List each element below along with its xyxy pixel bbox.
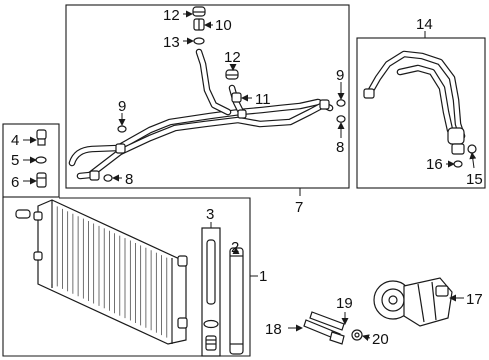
o-ring-8a — [103, 174, 113, 182]
callout-3: 3 — [206, 206, 214, 223]
frame-condenser — [2, 197, 251, 357]
callout-18: 18 — [265, 321, 282, 338]
charge-valve-cap — [192, 6, 206, 17]
receiver-drier — [229, 247, 244, 355]
callout-11: 11 — [255, 91, 271, 108]
callout-17: 17 — [466, 291, 483, 308]
callout-2: 2 — [231, 239, 239, 256]
compressor — [373, 277, 453, 327]
callout-1: 1 — [259, 268, 267, 285]
callout-16: 16 — [426, 156, 443, 173]
callout-9a: 9 — [118, 98, 126, 115]
leader-15 — [469, 152, 477, 169]
callout-12b: 12 — [224, 49, 241, 66]
charge-valve-cap-lower — [225, 69, 239, 80]
o-ring-9b — [336, 99, 346, 107]
stud-19 — [309, 311, 345, 331]
hose-assembly — [68, 48, 334, 181]
bolt-18 — [303, 319, 345, 345]
fitting-6 — [36, 172, 47, 188]
callout-9b: 9 — [336, 67, 344, 84]
callout-19: 19 — [336, 295, 353, 312]
callout-6: 6 — [11, 174, 19, 191]
frame-hose-assembly — [65, 4, 350, 189]
callout-20: 20 — [372, 331, 389, 348]
o-ring-top — [193, 37, 205, 45]
callout-13: 13 — [163, 34, 180, 51]
callout-14: 14 — [416, 16, 433, 33]
callout-8a: 8 — [125, 171, 133, 188]
leader-20 — [362, 334, 371, 342]
frame-fittings — [2, 123, 60, 198]
valve-core-lower — [231, 92, 242, 103]
o-ring-8b — [336, 115, 346, 123]
o-ring-9a — [117, 125, 127, 133]
o-ring-5 — [35, 156, 47, 164]
fitting-4 — [36, 129, 47, 146]
callout-10: 10 — [215, 17, 232, 34]
nut-20 — [351, 329, 363, 341]
callout-8b: 8 — [336, 139, 344, 156]
callout-7: 7 — [295, 199, 303, 216]
condenser — [15, 199, 188, 345]
drier-desiccant — [201, 227, 221, 357]
callout-4: 4 — [11, 132, 19, 149]
frame-compressor-hose — [356, 37, 486, 189]
compressor-hose — [363, 50, 477, 155]
o-ring-16 — [453, 160, 463, 168]
condenser-fins — [51, 204, 173, 340]
callout-12a: 12 — [163, 7, 180, 24]
charge-valve-core — [193, 18, 205, 31]
callout-15: 15 — [466, 171, 483, 188]
callout-5: 5 — [11, 152, 19, 169]
